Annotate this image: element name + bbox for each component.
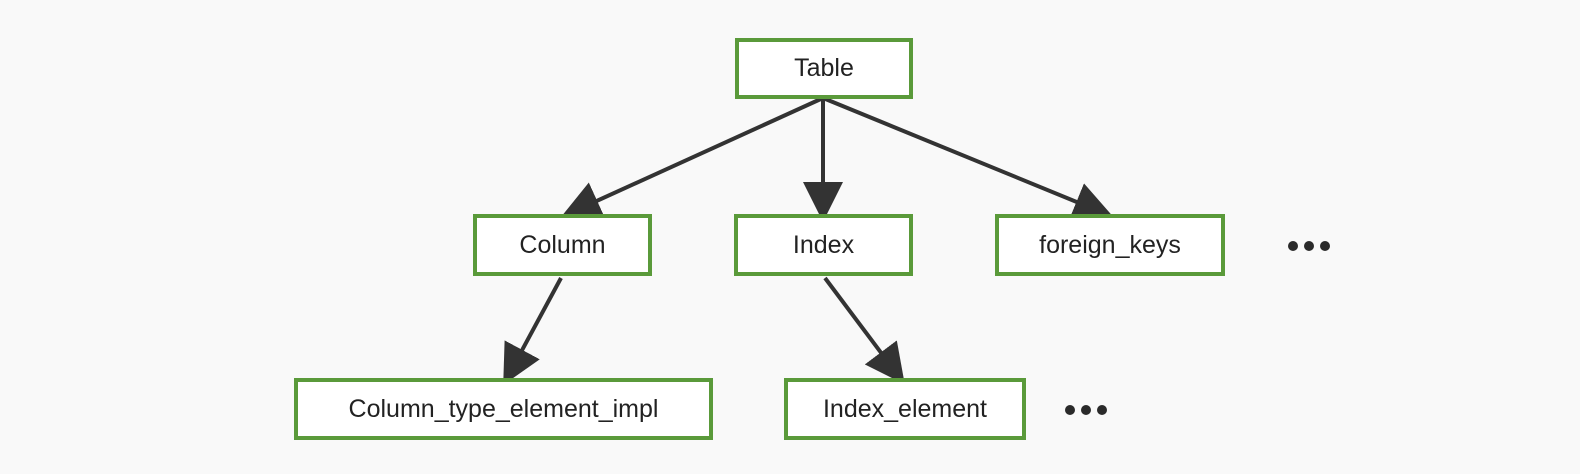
edge-column-to-column-type-element-impl (503, 277, 563, 386)
node-foreign-keys-label: foreign_keys (1039, 230, 1181, 259)
node-column-type-element-impl-label: Column_type_element_impl (348, 394, 659, 423)
node-table: Table (735, 38, 913, 99)
ellipsis-level-3 (1065, 405, 1107, 415)
edge-table-to-column (560, 96, 824, 219)
node-column: Column (473, 214, 652, 276)
ellipsis-dot (1304, 241, 1314, 251)
node-column-type-element-impl: Column_type_element_impl (294, 378, 713, 440)
ellipsis-dot (1081, 405, 1091, 415)
node-column-label: Column (519, 230, 606, 259)
edge-table-to-foreign-keys (822, 96, 1114, 221)
ellipsis-dot (1320, 241, 1330, 251)
ellipsis-dot (1097, 405, 1107, 415)
node-index-element: Index_element (784, 378, 1026, 440)
ellipsis-dot (1065, 405, 1075, 415)
node-index: Index (734, 214, 913, 276)
node-table-label: Table (794, 54, 854, 82)
node-foreign-keys: foreign_keys (995, 214, 1225, 276)
node-index-label: Index (792, 230, 855, 259)
ellipsis-level-2 (1288, 241, 1330, 251)
edge-index-to-index-element (823, 276, 905, 385)
node-index-element-label: Index_element (822, 394, 987, 423)
ellipsis-dot (1288, 241, 1298, 251)
